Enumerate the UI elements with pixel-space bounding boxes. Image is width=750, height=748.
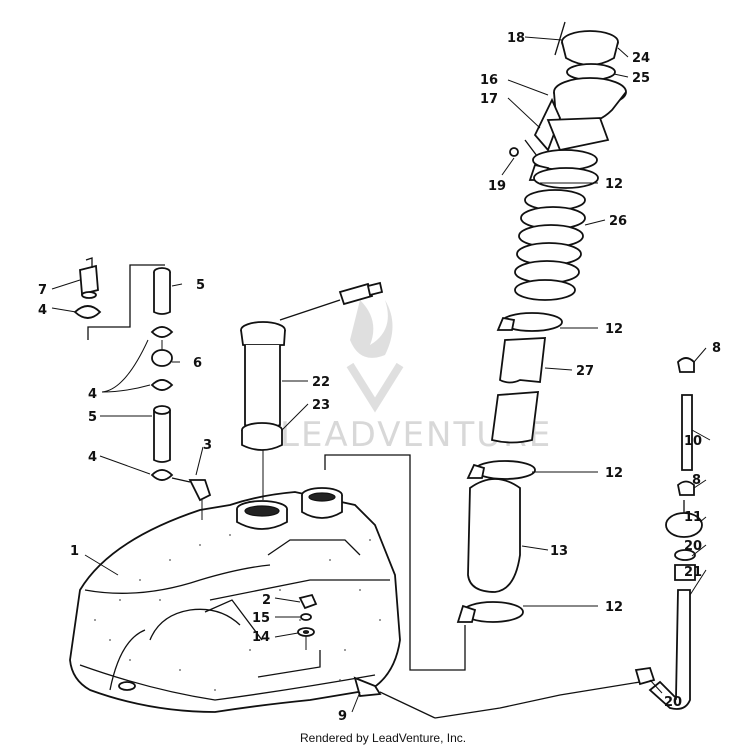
fuel-tank <box>69 487 401 713</box>
callout-25: 25 <box>632 71 650 86</box>
callout-5: 5 <box>88 410 97 425</box>
callout-12: 12 <box>605 466 623 481</box>
tank-outlet-fitting <box>353 676 436 719</box>
callout-7: 7 <box>38 283 47 298</box>
callout-12: 12 <box>605 600 623 615</box>
callout-14: 14 <box>252 630 270 645</box>
callout-24: 24 <box>632 51 650 66</box>
callout-22: 22 <box>312 375 330 390</box>
callout-3: 3 <box>203 438 212 453</box>
filler-neck-assembly <box>456 21 627 623</box>
bellows-hose <box>514 189 586 301</box>
vent-routing-line <box>324 454 466 671</box>
footer-credit: Rendered by LeadVenture, Inc. <box>300 731 466 745</box>
callout-11: 11 <box>684 510 702 525</box>
callout-9: 9 <box>338 709 347 724</box>
callout-19: 19 <box>488 179 506 194</box>
callout-26: 26 <box>609 214 627 229</box>
callout-12: 12 <box>605 177 623 192</box>
callout-20: 20 <box>684 539 702 554</box>
callout-6: 6 <box>193 356 202 371</box>
callout-15: 15 <box>252 611 270 626</box>
callout-labels: 1 2 3 4 4 4 5 5 6 7 8 8 9 10 11 12 12 12… <box>38 31 721 724</box>
callout-2: 2 <box>262 593 271 608</box>
callout-18: 18 <box>507 31 525 46</box>
callout-1: 1 <box>70 544 79 559</box>
fuel-pickup-assembly <box>240 281 384 500</box>
callout-4: 4 <box>88 387 97 402</box>
callout-16: 16 <box>480 73 498 88</box>
vent-line-assembly <box>434 357 703 719</box>
callout-4: 4 <box>38 303 47 318</box>
tank-fitting-stack <box>297 593 318 650</box>
callout-5: 5 <box>196 278 205 293</box>
callout-13: 13 <box>550 544 568 559</box>
callout-21: 21 <box>684 565 702 580</box>
callout-17: 17 <box>480 92 498 107</box>
callout-12: 12 <box>605 322 623 337</box>
callout-8: 8 <box>692 473 701 488</box>
callout-23: 23 <box>312 398 330 413</box>
callout-8: 8 <box>712 341 721 356</box>
callout-27: 27 <box>576 364 594 379</box>
leader-lines <box>51 36 711 713</box>
left-line-components <box>73 257 212 520</box>
callout-10: 10 <box>684 434 702 449</box>
callout-20: 20 <box>664 695 682 710</box>
callout-4: 4 <box>88 450 97 465</box>
